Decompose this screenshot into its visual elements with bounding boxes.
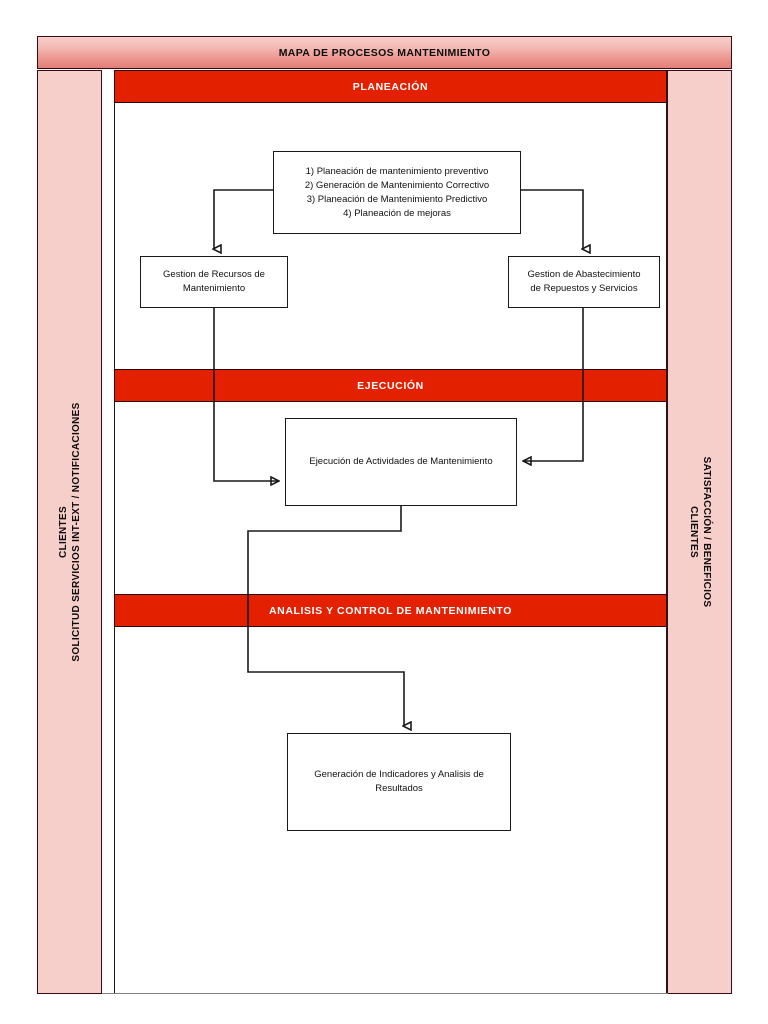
map-title-bar: MAPA DE PROCESOS MANTENIMIENTO	[37, 36, 732, 69]
process-box-abastecimiento[interactable]: Gestion de Abastecimiento de Repuestos y…	[508, 256, 660, 308]
process-box-indicadores-label: Generación de Indicadores y Analisis de …	[314, 769, 484, 794]
band-ejecucion-label: EJECUCIÓN	[357, 379, 424, 392]
sidebar-clients-input: CLIENTES SOLICITUD SERVICIOS INT-EXT / N…	[37, 70, 102, 994]
sidebar-left-text: CLIENTES SOLICITUD SERVICIOS INT-EXT / N…	[57, 402, 83, 661]
sidebar-right-line2: CLIENTES	[687, 506, 699, 558]
process-box-ejecucion[interactable]: Ejecución de Actividades de Mantenimient…	[285, 418, 517, 506]
sidebar-left-line2: SOLICITUD SERVICIOS INT-EXT / NOTIFICACI…	[70, 402, 82, 662]
band-planeacion-label: PLANEACIÓN	[352, 80, 429, 93]
process-box-recursos-label: Gestion de Recursos de Mantenimiento	[163, 269, 265, 294]
band-analisis-label: ANALISIS Y CONTROL DE MANTENIMIENTO	[268, 604, 513, 617]
sidebar-left-line1: CLIENTES	[57, 506, 69, 558]
band-analisis: ANALISIS Y CONTROL DE MANTENIMIENTO	[114, 594, 667, 627]
band-ejecucion: EJECUCIÓN	[114, 369, 667, 402]
sidebar-right-line1: SATISFACCIÓN / BENEFICIOS	[700, 456, 712, 608]
process-box-ejecucion-label: Ejecución de Actividades de Mantenimient…	[309, 456, 493, 467]
process-box-indicadores[interactable]: Generación de Indicadores y Analisis de …	[287, 733, 511, 831]
sidebar-clients-output: SATISFACCIÓN / BENEFICIOS CLIENTES	[667, 70, 732, 994]
sidebar-right-text: SATISFACCIÓN / BENEFICIOS CLIENTES	[687, 457, 713, 608]
process-box-recursos[interactable]: Gestion de Recursos de Mantenimiento	[140, 256, 288, 308]
process-box-abastecimiento-label: Gestion de Abastecimiento de Repuestos y…	[527, 269, 641, 294]
band-planeacion: PLANEACIÓN	[114, 70, 667, 103]
process-box-planificacion-label: 1) Planeación de mantenimiento preventiv…	[304, 165, 490, 219]
map-title-text: MAPA DE PROCESOS MANTENIMIENTO	[278, 46, 491, 59]
bottom-divider	[102, 993, 668, 994]
process-box-planificacion[interactable]: 1) Planeación de mantenimiento preventiv…	[273, 151, 521, 234]
